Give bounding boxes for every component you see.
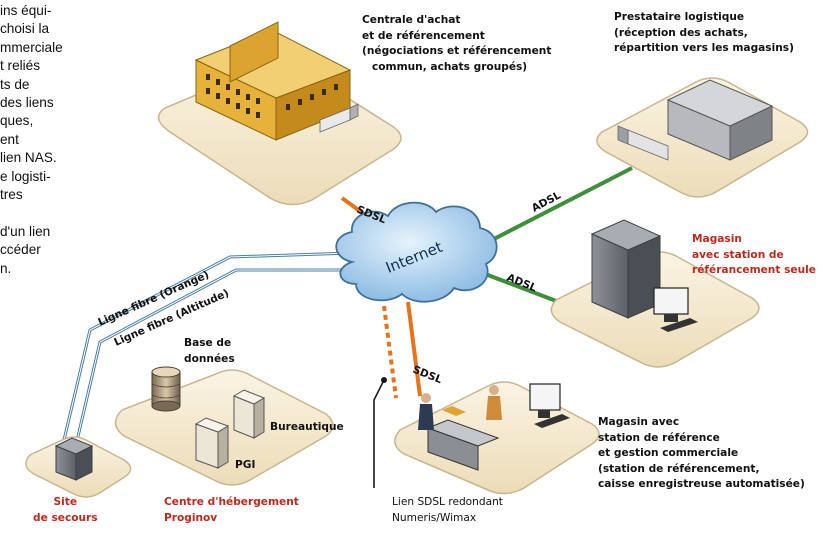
redondant-pointer-dot — [381, 377, 387, 383]
magasin2-detail-line: caisse enregistreuse automatisée) — [598, 478, 805, 490]
centrale-title-line: Centrale d'achat — [362, 14, 461, 26]
magasin1-tower-roof — [590, 219, 662, 251]
side-text-line: ent — [0, 131, 19, 147]
base-donnees-caption: Base de données — [184, 336, 235, 367]
pgi-server — [194, 417, 230, 469]
fibre-link-orange-inner — [63, 252, 353, 441]
magasin2-shelf — [442, 406, 466, 416]
hebergement-line: Proginov — [164, 511, 218, 524]
side-text-line: ins équi- — [0, 3, 52, 18]
bureautique-caption: Bureautique — [270, 421, 344, 433]
prestataire-node — [596, 77, 809, 198]
centrale-title-line: et de référencement — [362, 29, 485, 42]
prestataire-caption: Prestataire logistique (réception des ac… — [614, 10, 794, 57]
side-text-column: ins équi- choisi la mmerciale t reliés t… — [0, 2, 112, 278]
magasin2-title-line: et gestion commerciale — [598, 447, 739, 459]
hebergement-node — [114, 366, 334, 486]
side-text-line: e logisti- — [0, 168, 51, 184]
magasin1-line: Magasin — [692, 233, 742, 245]
magasin2-title-line: station de référence — [598, 431, 720, 444]
warehouse-roof — [666, 79, 774, 127]
centrale-detail-line: (négociations et référencement — [362, 45, 552, 57]
base-donnees-line: Base de — [184, 337, 232, 349]
sdsl-link-magasin2 — [406, 301, 422, 397]
customer-head — [421, 393, 431, 403]
database-cylinder — [151, 366, 181, 412]
magasin1-node — [550, 219, 760, 368]
side-text-line: d'un lien — [0, 223, 51, 239]
prestataire-detail-line: (réception des achats, — [614, 26, 748, 39]
connections — [62, 166, 633, 488]
redondant-pointer — [373, 379, 385, 488]
bureautique-server — [232, 389, 266, 439]
magasin2-node — [394, 381, 600, 495]
side-text-line: tres — [0, 187, 23, 203]
side-text-line: mmerciale — [0, 39, 63, 55]
side-text-line: t reliés — [0, 58, 41, 74]
side-text-line: ts de — [0, 76, 30, 92]
secours-line: de secours — [33, 511, 98, 524]
prestataire-detail-line: répartition vers les magasins) — [614, 42, 794, 54]
secours-caption: Site de secours — [33, 495, 98, 526]
magasin1-caption: Magasin avec station de référancement se… — [692, 232, 816, 279]
hebergement-line: Centre d'hébergement — [164, 496, 299, 508]
adsl-link-prestataire — [491, 166, 633, 242]
side-text-line: lien NAS. — [0, 150, 57, 166]
side-text-line: des liens — [0, 95, 54, 111]
link-labels: Internet SDSL ADSL ADSL SDSL Ligne fibre… — [96, 189, 563, 386]
prestataire-truck — [617, 125, 669, 161]
centrale-building-tower — [229, 21, 279, 83]
redondant-line: Numeris/Wimax — [392, 511, 477, 524]
fibre-link-altitude-inner — [75, 269, 354, 446]
pgi-caption: PGI — [235, 459, 256, 471]
magasin2-detail-line: (station de référencement, — [598, 462, 760, 475]
side-text-line: choisi la — [0, 21, 50, 37]
side-text-line — [0, 204, 112, 222]
magasin1-line: référancement seule — [692, 264, 816, 276]
side-text-line: ques, — [0, 113, 34, 129]
hebergement-caption: Centre d'hébergement Proginov — [164, 495, 299, 526]
side-text-line: ccéder — [0, 242, 41, 258]
magasin2-computer — [529, 383, 570, 428]
centrale-node — [157, 21, 402, 206]
side-text-line: n. — [0, 260, 12, 276]
internet-cloud — [335, 201, 498, 303]
base-donnees-line: données — [184, 352, 235, 365]
centrale-caption: Centrale d'achat et de référencement (né… — [362, 13, 551, 75]
magasin1-computer — [653, 287, 698, 332]
redondant-line: Lien SDSL redondant — [392, 496, 503, 508]
centrale-detail-line: commun, achats groupés) — [372, 60, 528, 73]
centrale-windows — [206, 74, 338, 118]
cashier-body — [486, 396, 502, 420]
sdsl-label-bottom: SDSL — [411, 364, 444, 387]
magasin2-counter-top — [426, 419, 500, 447]
secours-node — [25, 436, 132, 498]
magasin1-line: avec station de — [692, 248, 784, 261]
magasin2-title-line: Magasin avec — [598, 416, 680, 428]
redondant-caption: Lien SDSL redondant Numeris/Wimax — [392, 495, 503, 526]
cashier-head — [489, 385, 499, 395]
redundant-link — [382, 305, 398, 399]
prestataire-title: Prestataire logistique — [614, 11, 745, 23]
centrale-truck — [319, 103, 359, 133]
customer-body — [418, 404, 434, 430]
adsl-label-mid: ADSL — [505, 272, 539, 295]
secours-line: Site — [53, 496, 78, 508]
magasin2-caption: Magasin avec station de référence et ges… — [598, 415, 805, 493]
